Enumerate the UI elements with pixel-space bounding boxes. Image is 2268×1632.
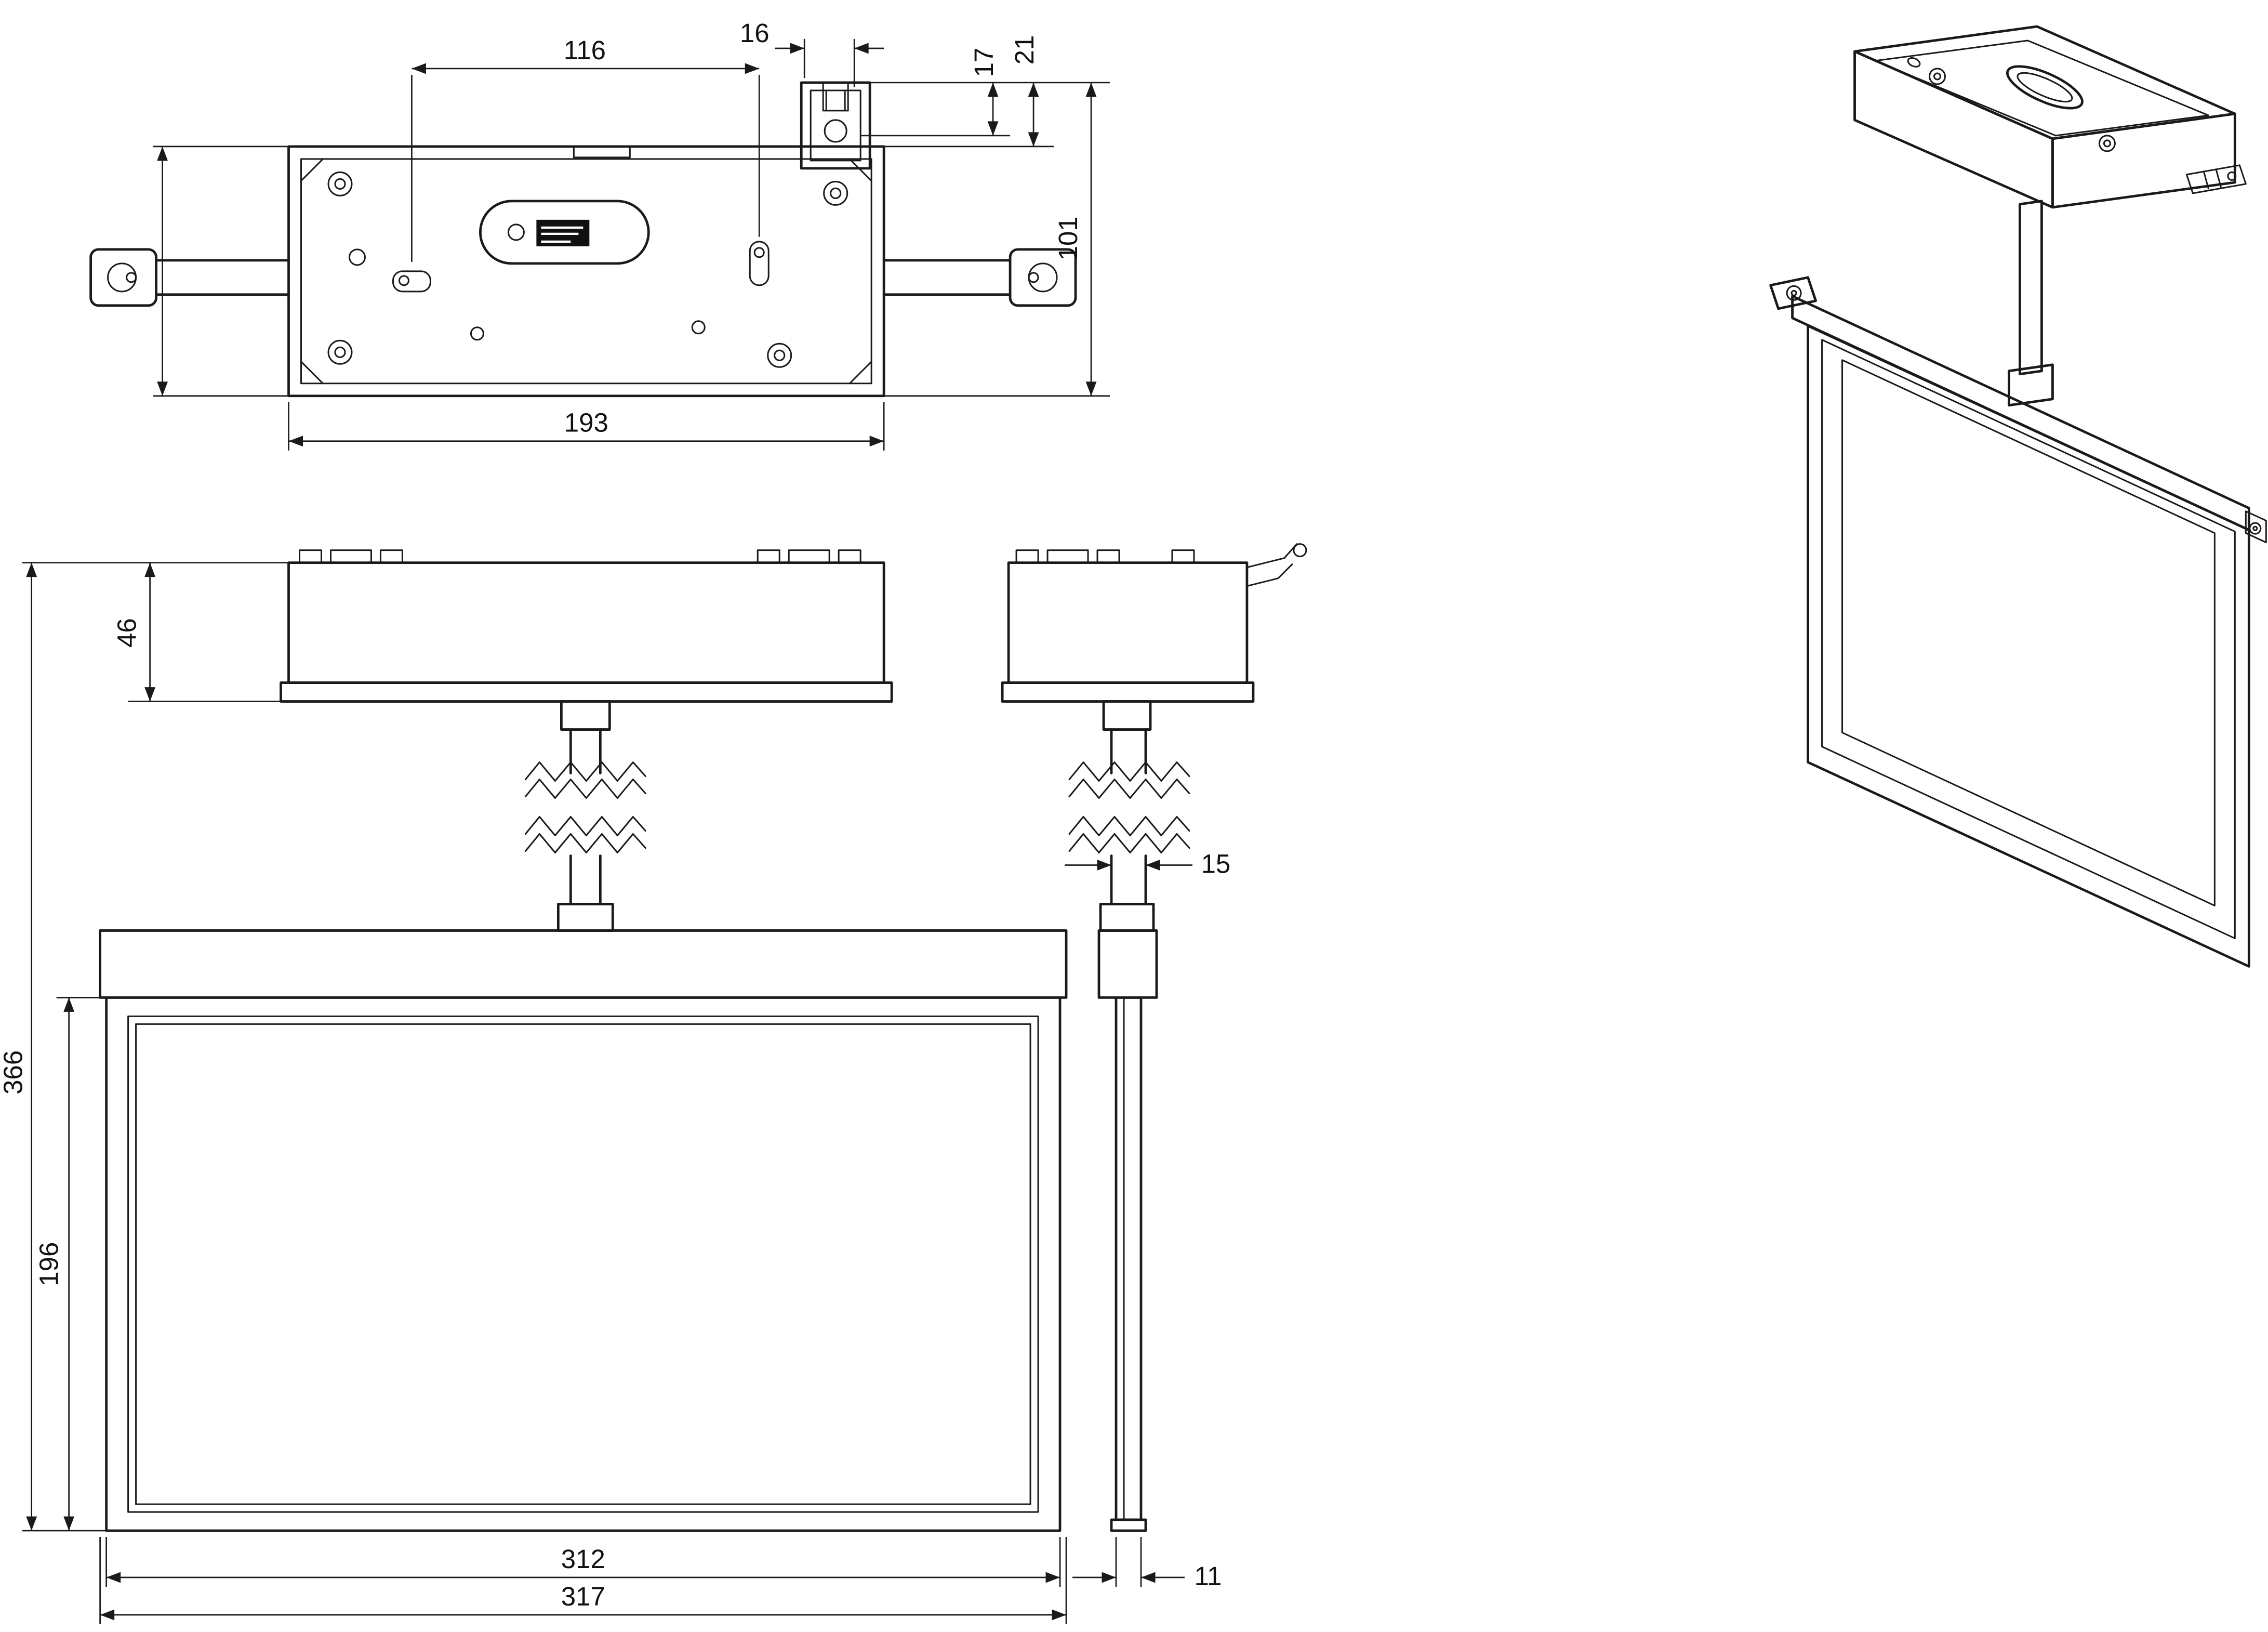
gear-box-front xyxy=(280,549,893,703)
suspension-stem-side xyxy=(1068,700,1190,932)
dim-196-label: 196 xyxy=(34,1242,64,1286)
top-view: 116 16 17 21 101 xyxy=(89,18,1110,451)
iso-sign-panel xyxy=(1807,324,2250,968)
dimension-312: 312 xyxy=(105,1537,1061,1587)
dim-11-label: 11 xyxy=(1194,1561,1222,1591)
dimension-box-height xyxy=(153,146,289,397)
recess-box-outline xyxy=(287,145,885,398)
iso-gear-box xyxy=(1853,25,2247,209)
dimension-17: 17 xyxy=(860,48,1110,137)
dimension-116: 116 xyxy=(411,35,760,262)
front-view: 46 366 196 312 317 xyxy=(0,549,1068,1625)
dim-116-label: 116 xyxy=(564,35,606,65)
dim-16-label: 16 xyxy=(740,18,770,48)
cable-cutout xyxy=(479,200,650,265)
dimension-16: 16 xyxy=(740,18,884,87)
mounting-arm-left xyxy=(89,248,290,307)
sign-panel-side xyxy=(1097,929,1158,1532)
suspension-stem-front xyxy=(524,700,646,932)
dim-21-label: 21 xyxy=(1010,35,1039,65)
dim-366-label: 366 xyxy=(0,1050,28,1095)
dimension-366: 366 xyxy=(0,562,289,1532)
dim-46-label: 46 xyxy=(112,618,142,648)
slot-right xyxy=(749,241,770,286)
gear-box-side xyxy=(1001,543,1307,703)
latch-assembly xyxy=(800,81,871,170)
dim-312-label: 312 xyxy=(561,1544,605,1574)
dim-101-label: 101 xyxy=(1053,216,1083,260)
isometric-view xyxy=(1769,25,2267,968)
dimension-196: 196 xyxy=(34,997,107,1531)
dim-15-label: 15 xyxy=(1201,849,1231,878)
slot-left xyxy=(392,270,431,293)
corner-screws xyxy=(327,171,848,368)
dimension-21: 21 xyxy=(884,35,1054,148)
iso-stem xyxy=(2008,200,2054,407)
sign-panel-front xyxy=(99,929,1068,1532)
mounting-arm-right xyxy=(882,248,1077,307)
dimension-317: 317 xyxy=(99,1537,1067,1625)
dimension-101: 101 xyxy=(884,82,1110,397)
dimension-193: 193 xyxy=(288,402,885,451)
dimension-15: 15 xyxy=(1065,849,1230,878)
dim-317-label: 317 xyxy=(561,1582,605,1611)
dimension-46: 46 xyxy=(112,562,281,702)
dimension-11: 11 xyxy=(1072,1537,1222,1591)
dim-193-label: 193 xyxy=(564,408,608,438)
dim-17-label: 17 xyxy=(969,48,999,77)
side-view: 15 11 xyxy=(1001,543,1307,1591)
